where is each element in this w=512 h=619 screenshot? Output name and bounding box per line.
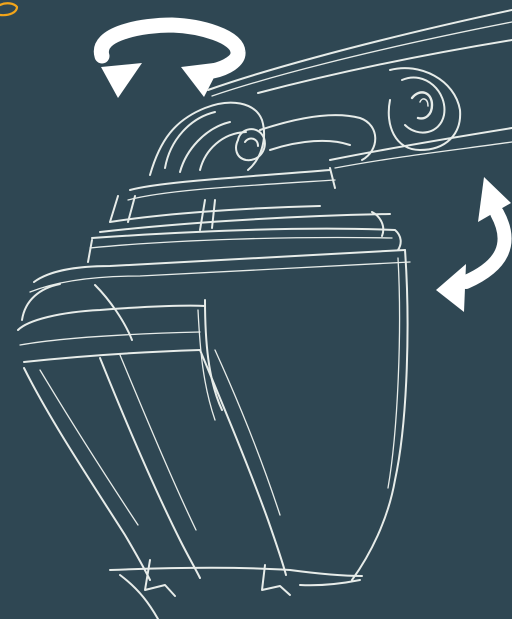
corner-accent-mark (0, 3, 17, 15)
bucket-body (18, 229, 410, 619)
excavator-arm (208, 10, 512, 168)
bucket-linkage (100, 103, 390, 236)
tilt-vertical-icon (436, 177, 511, 312)
